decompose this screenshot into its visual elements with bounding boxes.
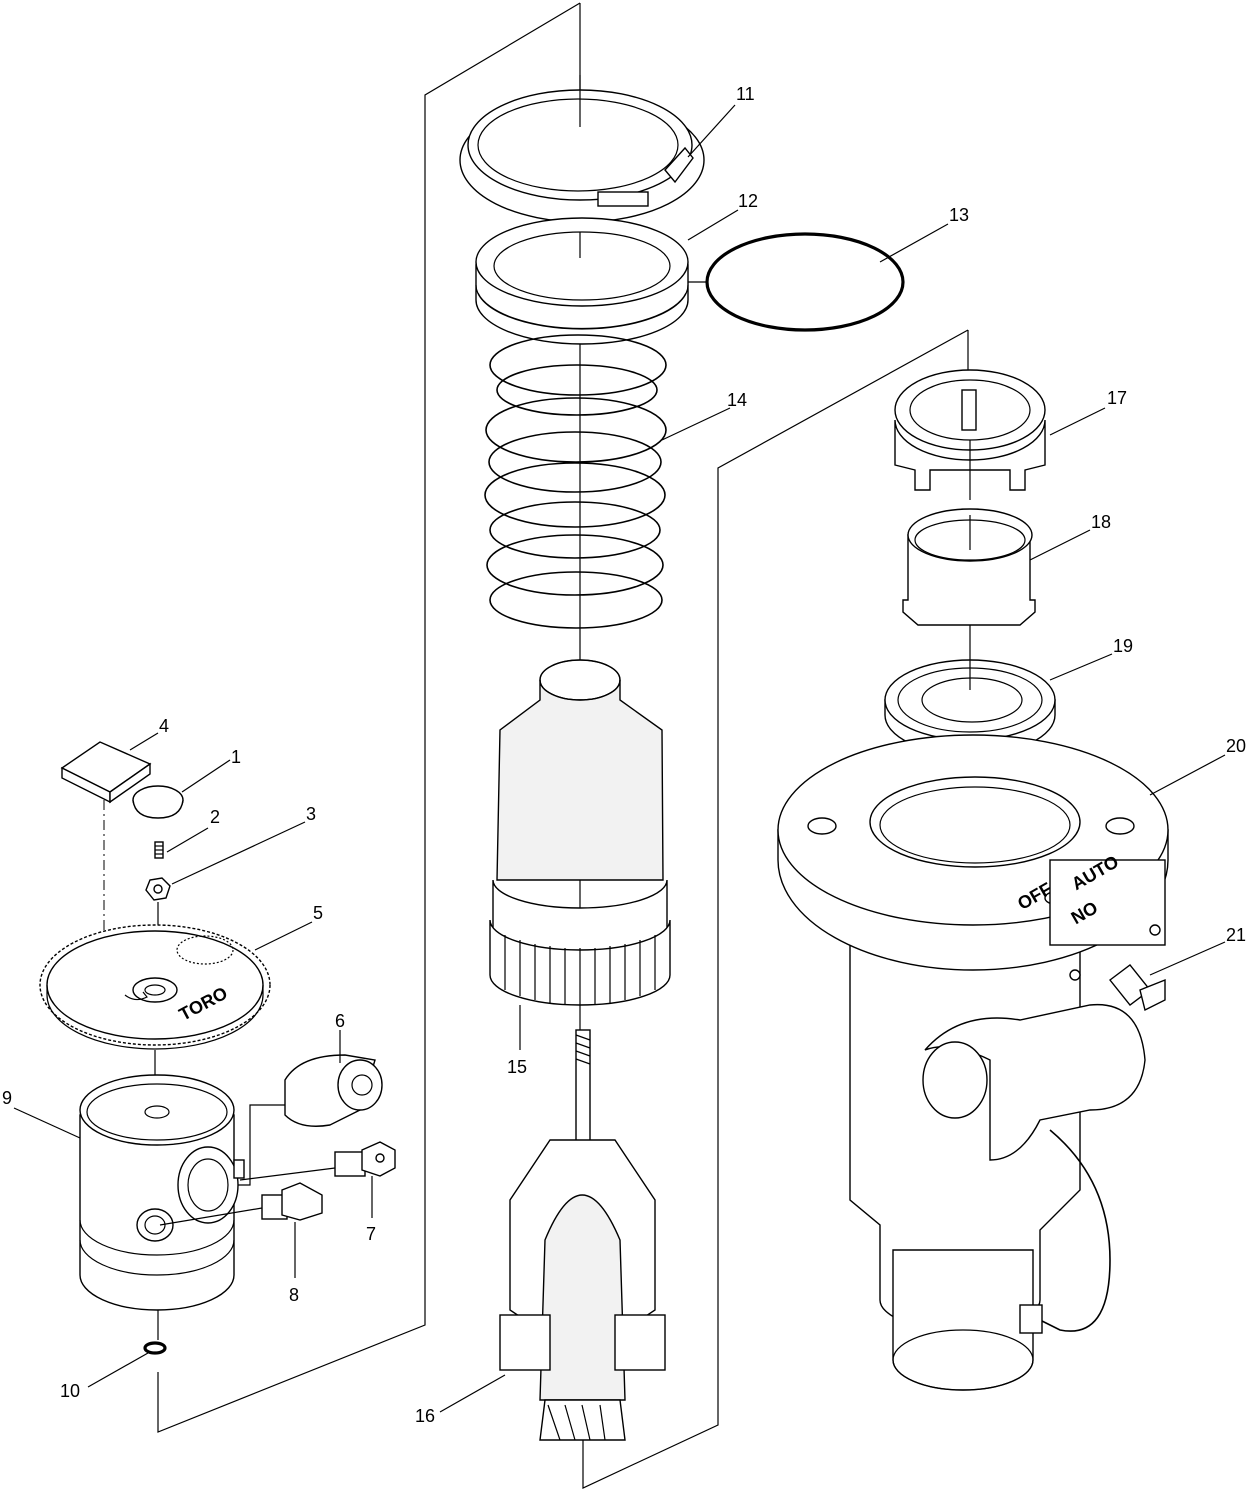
part-14-spring (484, 334, 667, 629)
callout-4: 4 (159, 716, 169, 736)
part-17-cap (894, 369, 1046, 500)
callout-19: 19 (1113, 636, 1133, 656)
callout-13: 13 (949, 205, 969, 225)
part-8-plug (159, 1182, 323, 1226)
part-6-nozzle (238, 1054, 383, 1186)
callout-17: 17 (1107, 388, 1127, 408)
part-7-plug (239, 1141, 396, 1181)
part-2-set-screw (154, 841, 164, 859)
part-11-retaining-ring (459, 75, 705, 223)
part-5-gear: TORO (39, 924, 271, 1100)
part-10-washer (143, 1341, 167, 1355)
callout-15: 15 (507, 1057, 527, 1077)
part-3-nut (145, 877, 171, 940)
callout-11: 11 (736, 84, 755, 104)
callout-14: 14 (727, 390, 747, 410)
part-12-seal-housing (475, 217, 689, 345)
callout-21: 21 (1226, 925, 1246, 945)
callout-10: 10 (60, 1381, 80, 1401)
part-9-body (79, 1074, 245, 1340)
part-20-case (777, 734, 1169, 1391)
callout-12: 12 (738, 191, 758, 211)
part-15-riser-body (489, 659, 671, 1006)
leader-lines (13, 104, 1226, 1413)
callout-7: 7 (366, 1224, 376, 1244)
callout-16: 16 (415, 1406, 435, 1426)
part-1-cap (132, 785, 184, 819)
part-18-sleeve (902, 508, 1036, 650)
callout-6: 6 (335, 1011, 345, 1031)
callout-20: 20 (1226, 736, 1246, 756)
part-19-seal (884, 650, 1056, 756)
part-16-drive-assembly (499, 1029, 666, 1441)
callout-8: 8 (289, 1285, 299, 1305)
callout-5: 5 (313, 903, 323, 923)
callout-9: 9 (2, 1088, 12, 1108)
callout-labels: 1 2 3 4 5 6 7 8 9 10 11 12 13 14 15 16 1… (2, 84, 1246, 1426)
callout-1: 1 (231, 747, 241, 767)
callout-3: 3 (306, 804, 316, 824)
callout-2: 2 (210, 807, 220, 827)
part-13-o-ring (688, 232, 905, 332)
callout-18: 18 (1091, 512, 1111, 532)
